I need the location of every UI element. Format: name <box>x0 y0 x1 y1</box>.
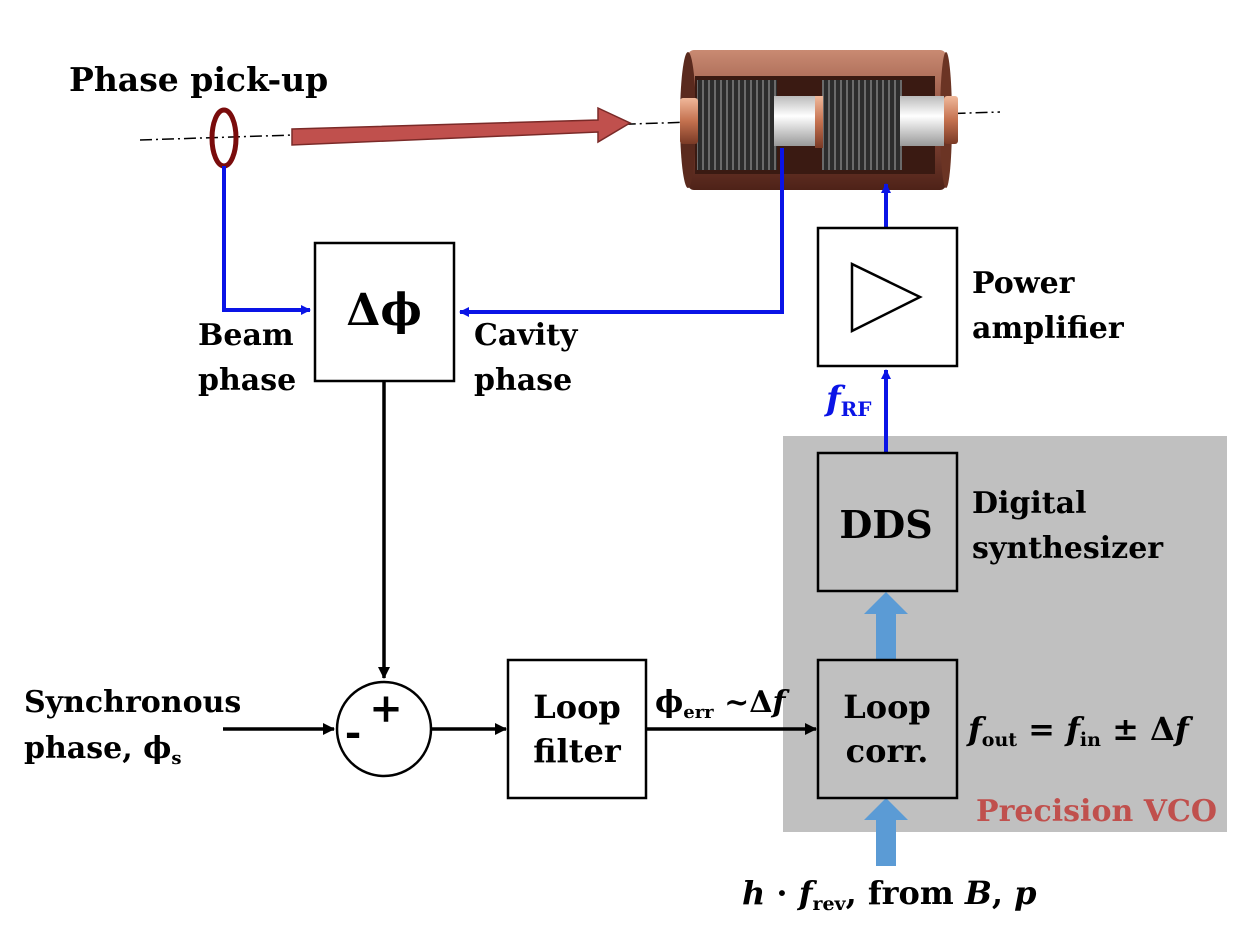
cavity-phase-label-line1: Cavity <box>474 318 579 353</box>
beam-phase-signal-line <box>222 166 311 315</box>
loop-correction-label-line2: corr. <box>846 732 929 770</box>
loop-correction-label-line1: Loop <box>843 688 931 726</box>
phi-error-label: ϕerr ~Δf <box>655 685 791 723</box>
beam-direction-arrow <box>291 106 632 146</box>
summing-junction <box>335 680 433 778</box>
cavity-phase-signal-line <box>459 148 784 317</box>
digital-synthesizer-label-line2: synthesizer <box>972 531 1164 566</box>
rf-cavity-illustration <box>680 50 958 190</box>
cavity-phase-label-line2: phase <box>474 363 572 398</box>
beam-axis-line <box>139 111 1001 141</box>
power-amplifier-label-line1: Power <box>972 266 1076 301</box>
phase-pickup-label: Phase pick-up <box>69 60 328 99</box>
hfrev-source-label: h · frev, from B, p <box>742 874 1037 915</box>
summer-plus-sign: + <box>369 685 403 732</box>
dds-box <box>816 451 959 593</box>
fout-equation-label: fout = fin ± Δf <box>966 710 1194 751</box>
synchronous-phase-label-line2: phase, ϕs <box>24 731 181 769</box>
digital-synthesizer-label-line1: Digital <box>972 486 1086 521</box>
precision-vco-label: Precision VCO <box>976 794 1217 829</box>
loop-filter-label-line1: Loop <box>533 688 621 726</box>
amplifier-triangle-icon <box>850 262 923 334</box>
power-amplifier-label-line2: amplifier <box>972 311 1125 346</box>
loopcorr-to-dds-arrow <box>864 592 908 660</box>
power-amplifier-box <box>816 226 959 368</box>
frf-label: fRF <box>824 379 871 421</box>
synchronous-phase-label-line1: Synchronous <box>24 685 241 720</box>
loop-filter-box <box>506 658 648 800</box>
phase-detector-box <box>313 241 456 383</box>
summer-minus-sign: - <box>345 709 362 756</box>
beam-phase-label-line2: phase <box>198 363 296 398</box>
hfrev-input-arrow <box>864 798 908 866</box>
beam-phase-label-line1: Beam <box>198 318 294 353</box>
dds-label: DDS <box>839 502 932 547</box>
delta-phi-label: Δϕ <box>346 285 422 336</box>
loop-filter-label-line2: filter <box>533 732 622 770</box>
loop-correction-box <box>816 658 959 800</box>
